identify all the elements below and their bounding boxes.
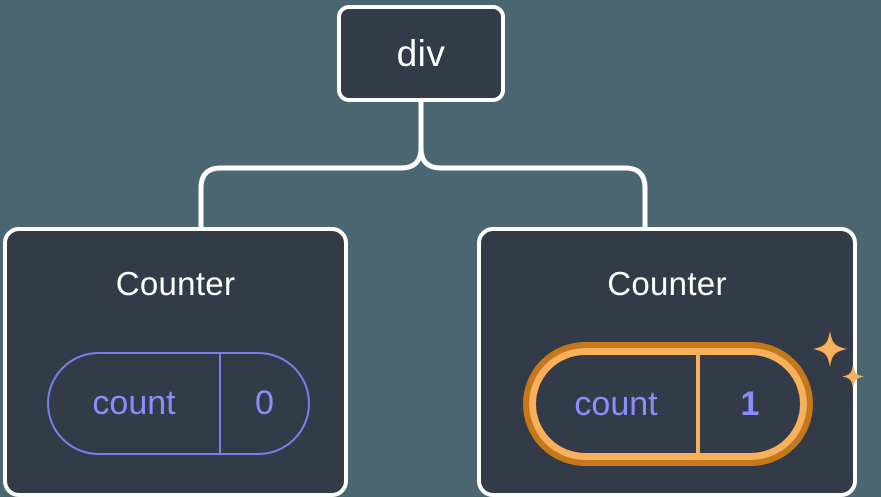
state-pill-count-left[interactable]: count 0: [47, 352, 310, 455]
state-value-label: 0: [255, 384, 274, 422]
state-key-label: count: [536, 355, 700, 453]
node-counter-right[interactable]: Counter count 1: [477, 227, 864, 497]
node-div[interactable]: div: [337, 5, 505, 102]
counter-right-title: Counter: [607, 265, 727, 302]
connector-path: [198, 97, 648, 232]
sparkle-group: [813, 331, 864, 388]
state-pill-count-right-highlight-ring: count 1: [523, 342, 813, 466]
state-pill-count-right[interactable]: count 1: [529, 348, 807, 460]
counter-left-title: Counter: [115, 265, 236, 302]
sparkle-large-icon: [813, 331, 847, 367]
state-key-label: count: [49, 354, 221, 453]
node-counter-left[interactable]: Counter count 0: [3, 227, 348, 497]
sparkle-small-icon: [842, 365, 864, 388]
state-value-label: 1: [740, 384, 760, 423]
node-div-label: div: [396, 33, 446, 74]
